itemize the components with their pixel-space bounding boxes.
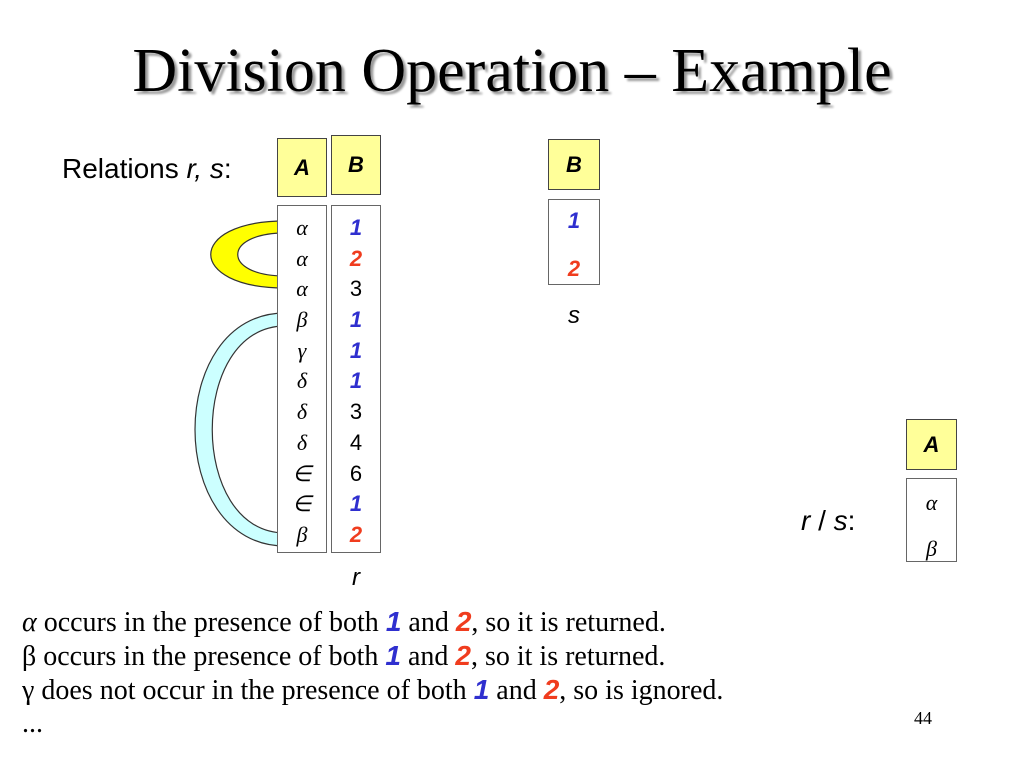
table-r-cell-A: α bbox=[296, 215, 308, 240]
note-text: occurs in the presence of both bbox=[36, 641, 386, 672]
page-number: 44 bbox=[914, 708, 932, 728]
table-r-column-A: α α α β γ δ δ δ ∈ ∈ β bbox=[277, 205, 327, 553]
table-r-cell-B: 1 bbox=[349, 307, 363, 333]
note-line: α occurs in the presence of both 1 and 2… bbox=[22, 605, 922, 639]
note-value: 1 bbox=[385, 606, 402, 637]
table-r-cell-B: 1 bbox=[349, 368, 363, 394]
note-text: and bbox=[401, 607, 456, 638]
table-r-cell-A: β bbox=[296, 521, 308, 547]
table-r-cell-B: 1 bbox=[349, 337, 363, 363]
note-symbol: β bbox=[22, 641, 37, 672]
note-line: β occurs in the presence of both 1 and 2… bbox=[22, 639, 922, 673]
note-value: 2 bbox=[455, 606, 472, 637]
table-r-cell-A: α bbox=[296, 276, 308, 302]
table-r-cell-B: 1 bbox=[349, 491, 363, 517]
note-symbol: γ bbox=[22, 675, 35, 706]
result-label-colon: : bbox=[847, 505, 856, 536]
table-r-cell-A: δ bbox=[296, 399, 308, 425]
table-s-cell-B: 1 bbox=[567, 208, 581, 233]
table-r-cell-B: 2 bbox=[349, 245, 363, 271]
highlight-arc-beta-rows bbox=[194, 312, 286, 547]
note-text: , so is ignored. bbox=[559, 675, 724, 706]
relations-label: Relations r, s: bbox=[62, 151, 232, 187]
note-value: 1 bbox=[473, 674, 490, 705]
table-r-cell-B: 4 bbox=[349, 429, 363, 455]
note-text: and bbox=[489, 675, 544, 706]
table-r-cell-B: 3 bbox=[349, 399, 363, 425]
table-r-cell-B: 3 bbox=[349, 276, 363, 302]
result-header-A: A bbox=[906, 419, 957, 470]
result-cell-A: α bbox=[925, 490, 938, 515]
relations-label-vars: r, s bbox=[186, 153, 224, 184]
table-r-column-B: 1 2 3 1 1 1 3 4 6 1 2 bbox=[331, 205, 381, 553]
relations-label-text: Relations bbox=[62, 153, 187, 184]
table-s-header-B: B bbox=[548, 139, 600, 190]
note-text: and bbox=[400, 641, 456, 672]
result-label: r / s: bbox=[801, 503, 855, 539]
note-text: occurs in the presence of both bbox=[36, 607, 386, 638]
table-r-cell-A: δ bbox=[296, 368, 308, 394]
result-label-r: r bbox=[801, 505, 811, 536]
explanation-notes: α occurs in the presence of both 1 and 2… bbox=[22, 605, 922, 741]
note-text: , so it is returned. bbox=[470, 641, 666, 672]
table-r-cell-A: α bbox=[296, 245, 308, 271]
table-r-cell-A: δ bbox=[296, 429, 308, 455]
note-text: does not occur in the presence of both bbox=[34, 675, 474, 706]
table-r-cell-B: 2 bbox=[349, 521, 363, 547]
table-s-column-B: 1 2 bbox=[548, 199, 600, 285]
table-r-cell-A: β bbox=[296, 307, 308, 333]
result-column-A: α β bbox=[906, 478, 957, 562]
result-label-operator: / bbox=[810, 505, 834, 536]
note-value: 1 bbox=[385, 640, 401, 671]
table-r-cell-A: ∈ bbox=[292, 460, 312, 486]
table-r-cell-A: γ bbox=[297, 337, 307, 363]
note-value: 2 bbox=[543, 674, 560, 705]
table-r-label: r bbox=[352, 564, 360, 591]
note-value: 2 bbox=[455, 640, 471, 671]
table-r-header-B: B bbox=[331, 135, 381, 195]
table-s-rows: 1 2 bbox=[549, 197, 599, 293]
result-cell-A: β bbox=[926, 536, 937, 561]
slide-title: Division Operation – Example bbox=[132, 37, 892, 105]
table-r-cell-B: 1 bbox=[349, 215, 363, 240]
table-r-cell-B: 6 bbox=[349, 460, 363, 486]
table-r-header-A: A bbox=[277, 138, 327, 197]
table-s-cell-B: 2 bbox=[567, 256, 581, 281]
note-symbol: α bbox=[22, 607, 37, 638]
result-label-s: s bbox=[833, 505, 848, 536]
note-ellipsis: ... bbox=[22, 708, 43, 739]
relations-label-colon: : bbox=[223, 153, 232, 184]
note-text: , so it is returned. bbox=[471, 607, 666, 638]
table-r-cell-A: ∈ bbox=[292, 491, 312, 517]
table-s-label: s bbox=[568, 302, 580, 329]
highlight-arc-alpha-rows bbox=[210, 220, 286, 289]
note-line: γ does not occur in the presence of both… bbox=[22, 673, 922, 707]
